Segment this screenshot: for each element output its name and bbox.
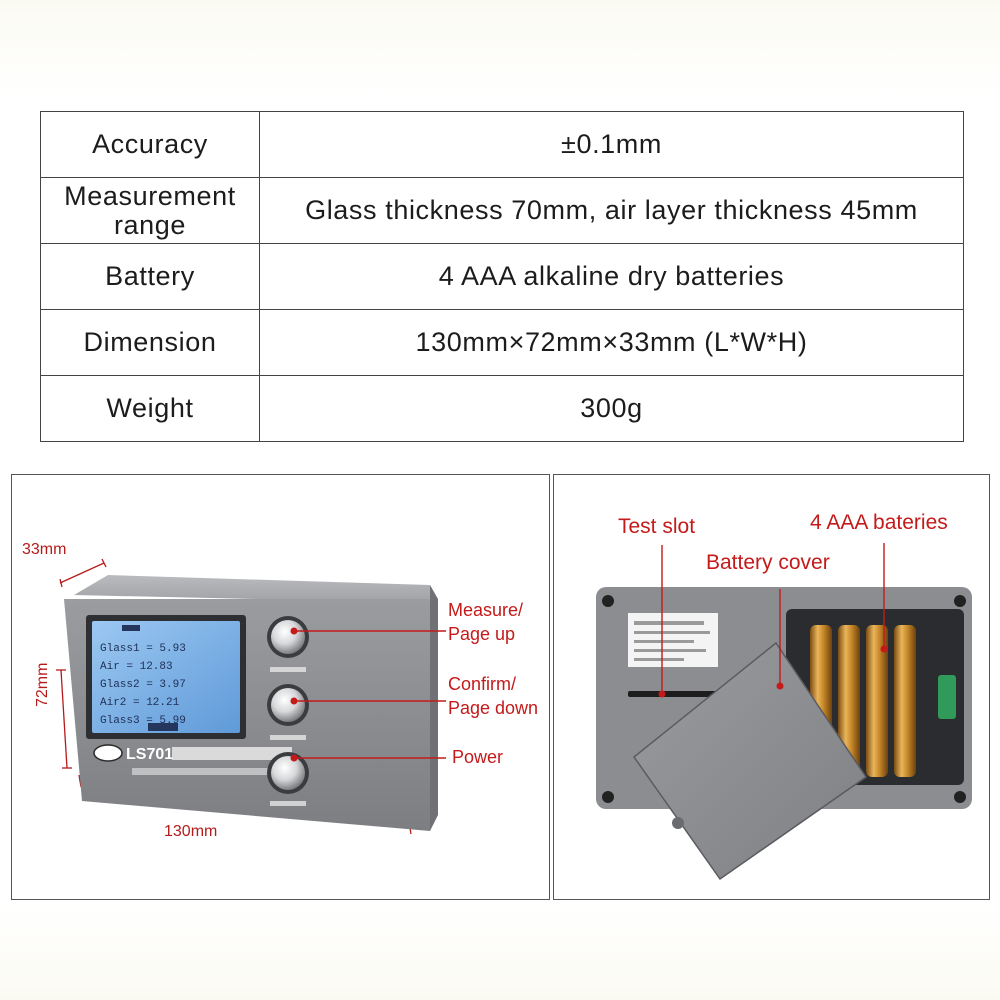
spec-row-weight: Weight 300g (40, 375, 964, 442)
svg-text:Glass1 = 5.93: Glass1 = 5.93 (100, 643, 186, 655)
test-slot-callout: Test slot (618, 515, 696, 538)
screw-icons (602, 595, 966, 803)
model-label: LS701 (126, 746, 173, 763)
spec-value: 300g (259, 375, 964, 442)
spec-row-dimension: Dimension 130mm×72mm×33mm (L*W*H) (40, 309, 964, 376)
battery-cover-icon (632, 641, 868, 881)
measure-button-callout: Measure/ Page up (448, 600, 524, 645)
svg-text:Air2 = 12.21: Air2 = 12.21 (100, 697, 180, 709)
spec-row-battery: Battery 4 AAA alkaline dry batteries (40, 243, 964, 310)
power-button-callout: Power (452, 747, 504, 767)
height-dimension-label: 72mm (34, 662, 51, 707)
spec-row-accuracy: Accuracy ±0.1mm (40, 111, 964, 178)
screen-readout: Glass1 = 5.93 Air = 12.83 Glass2 = 3.97 … (100, 625, 186, 731)
confirm-button-callout: Confirm/ Page down (448, 674, 539, 719)
confirm-knob-icon (271, 688, 305, 722)
spec-value: Glass thickness 70mm, air layer thicknes… (259, 177, 964, 244)
measure-knob-icon (271, 620, 305, 654)
power-knob-icon (271, 756, 305, 790)
button-knobs (267, 616, 309, 806)
meter-back-drawing (596, 543, 972, 881)
test-slot-icon (628, 691, 718, 697)
spec-label: Weight (40, 375, 260, 442)
front-view-panel: Glass1 = 5.93 Air = 12.83 Glass2 = 3.97 … (11, 474, 550, 900)
spec-label: Battery (40, 243, 260, 310)
spec-label-line2: range (113, 209, 187, 240)
length-dimension-label: 130mm (164, 823, 218, 840)
callout-lines (658, 543, 888, 698)
depth-dimension-label: 33mm (22, 541, 67, 558)
svg-text:Air = 12.83: Air = 12.83 (100, 661, 173, 673)
device-top-face (74, 575, 436, 603)
spec-value: 130mm×72mm×33mm (L*W*H) (259, 309, 964, 376)
spec-table: Accuracy ±0.1mm Measurement range Glass … (40, 111, 964, 442)
lcd-screen (92, 621, 240, 733)
spec-label-line1: Measurement (64, 181, 236, 212)
spec-value: ±0.1mm (259, 111, 964, 178)
connector-icon (938, 675, 956, 719)
spec-label: Dimension (40, 309, 260, 376)
battery-cover-callout: Battery cover (706, 551, 830, 574)
spec-value: 4 AAA alkaline dry batteries (259, 243, 964, 310)
back-view-panel: Test slot 4 AAA bateries Battery cover (553, 474, 990, 900)
callout-lines (290, 627, 446, 762)
background-haze-bottom (0, 905, 1000, 1000)
meter-front-drawing: Glass1 = 5.93 Air = 12.83 Glass2 = 3.97 … (56, 558, 446, 835)
svg-text:Glass2 = 3.97: Glass2 = 3.97 (100, 679, 186, 691)
spec-label: Measurement range (40, 177, 260, 244)
aaa-battery-icons (810, 625, 916, 777)
spec-row-range: Measurement range Glass thickness 70mm, … (40, 177, 964, 244)
background-haze-top (0, 0, 1000, 96)
spec-label: Accuracy (40, 111, 260, 178)
batteries-callout: 4 AAA bateries (810, 511, 948, 534)
